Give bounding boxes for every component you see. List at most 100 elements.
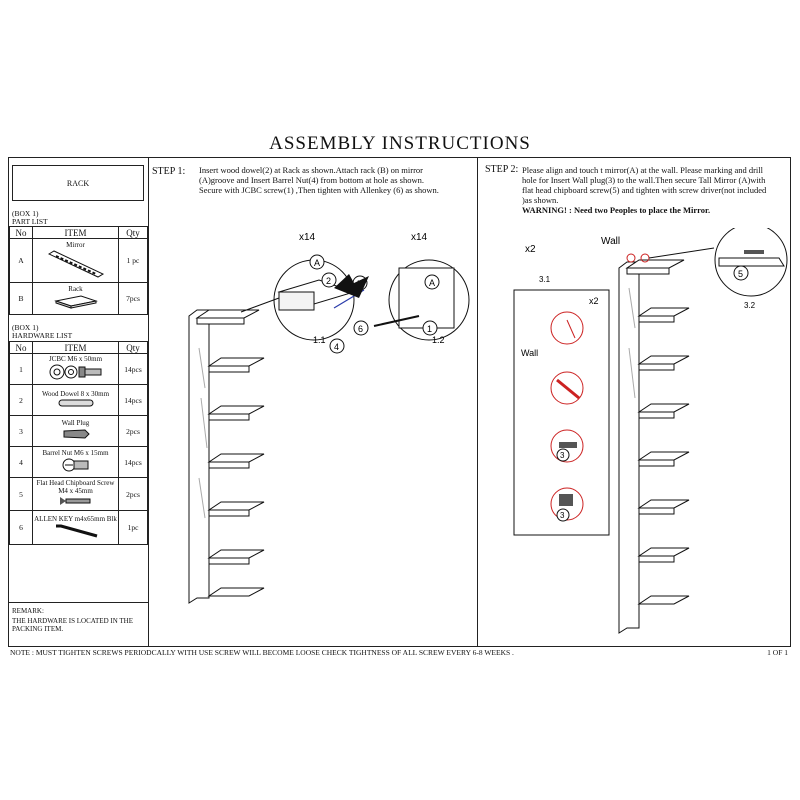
step2-instructions: Please align and touch t mirror(A) at th… [522,165,766,215]
step2-label: STEP 2: [485,164,519,175]
step2-line: )as shown. [522,195,559,205]
callout-2-bubble [321,272,337,288]
part-name: Mirror [66,240,85,249]
remark-text: THE HARDWARE IS LOCATED IN THE PACKING I… [12,617,133,633]
step1-label: STEP 1: [152,166,186,177]
box1-hardware-label: (BOX 1) [12,323,39,332]
callout-a-bubble [309,254,325,270]
rack-shelf-icon [53,294,98,309]
step1-line: (A)groove and Insert Barrel Nut(4) from … [199,175,424,185]
col-no: No [9,226,33,239]
callout-3-bubble [556,448,570,462]
hardware-name: JCBC M6 x 50mm [48,355,103,363]
col-qty: Qty [118,341,148,354]
step-divider [477,158,478,646]
table-row: 6 ALLEN KEY m4x65mm Blk 1pc [9,510,148,545]
detail-1-2: A 1 1.2 [373,259,470,345]
hardware-no: 3 [9,415,33,447]
part-item: Mirror [32,238,119,283]
hardware-no: 6 [9,510,33,545]
step2-warning: WARNING! : Need two Peoples to place the… [522,205,711,215]
hardware-item: Barrel Nut M6 x 15mm [32,446,119,478]
hardware-item: Wood Dowel 8 x 30mm [32,384,119,416]
instruction-sheet: RACK (BOX 1) PART LIST No ITEM Qty A Mir… [8,157,791,647]
parts-panel: RACK (BOX 1) PART LIST No ITEM Qty A Mir… [9,158,149,646]
table-header-row: No ITEM Qty [9,226,148,239]
table-row: 3 Wall Plug 2pcs [9,415,148,447]
step1-diagram: x14 x14 A 2 B 6 4 1.1 A 1 [188,232,470,604]
callout-6-bubble [353,320,369,336]
step2-x2-detail: x2 [589,296,599,306]
footer-note: NOTE : MUST TIGHTEN SCREWS PERIODCALLY W… [10,648,514,657]
step2-wall-detail: Wall [521,348,538,358]
col-qty: Qty [118,226,148,239]
detail-1-1-label: 1.1 [313,335,326,345]
hardware-qty: 14pcs [118,384,148,416]
rack-label: RACK [66,178,90,188]
step2-line: flat head chipboard screw(5) and tighten… [522,185,767,195]
callout-a2: A [429,278,435,288]
remark-title: REMARK: [12,607,44,615]
step1-x14-left: x14 [299,232,316,243]
table-row: A Mirror 1 pc [9,238,148,283]
hardware-qty: 2pcs [118,477,148,511]
detail-1-1: A 2 B 6 4 1.1 [273,254,369,354]
callout-a2-bubble [424,274,440,290]
allen-key-icon [55,524,97,537]
hardware-item: Wall Plug [32,415,119,447]
callout-1: 1 [427,324,432,334]
detail-3-1: 3.1 x2 Wall 3 3 [513,275,610,536]
detail-1-2-label: 1.2 [432,335,445,345]
mirror-icon [47,249,104,278]
rack-label-box: RACK [12,165,144,201]
hardware-list-table: No ITEM Qty 1 JCBC M6 x 50mm 14pcs [9,341,148,545]
part-name: Rack [68,284,83,293]
hardware-name: ALLEN KEY m4x65mm Blk [34,514,117,523]
hardware-name: Flat Head Chipboard Screw M4 x 45mm [36,479,115,495]
remark: REMARK: THE HARDWARE IS LOCATED IN THE P… [12,607,137,633]
shelf-unit-illustration [188,297,280,604]
col-no: No [9,341,33,354]
part-qty: 1 pc [118,238,148,283]
hardware-no: 4 [9,446,33,478]
callout-5-bubble [733,265,749,281]
hardware-item: JCBC M6 x 50mm [32,353,119,385]
col-item: ITEM [32,226,119,239]
mounted-shelf-illustration [618,247,715,634]
step2-line: hole for Insert Wall plug(3) to the wall… [522,175,766,185]
callout-3b: 3 [560,511,565,520]
table-row: 5 Flat Head Chipboard Screw M4 x 45mm 2p… [9,477,148,511]
table-row: 4 Barrel Nut M6 x 15mm 14pcs [9,446,148,478]
step2-diagram: x2 Wall 3.1 x2 Wall 3 3 [513,228,788,634]
callout-5: 5 [738,269,743,279]
step2-x2-top: x2 [525,244,536,255]
box1-part-label: (BOX 1) [12,209,39,218]
table-row: 1 JCBC M6 x 50mm 14pcs [9,353,148,385]
step1-line: Secure with JCBC screw(1) ,Then tighten … [199,185,439,195]
detail-3-2: 5 3.2 [714,228,788,310]
hardware-qty: 2pcs [118,415,148,447]
part-no: B [9,282,33,315]
hardware-no: 5 [9,477,33,511]
hardware-no: 2 [9,384,33,416]
callout-2: 2 [326,276,331,286]
detail-3-1-label: 3.1 [539,275,551,284]
hardware-item: ALLEN KEY m4x65mm Blk [32,510,119,545]
table-row: 2 Wood Dowel 8 x 30mm 14pcs [9,384,148,416]
step2-line: Please align and touch t mirror(A) at th… [522,165,764,175]
wood-dowel-icon [58,399,93,407]
part-list-label: PART LIST [12,217,48,226]
document-title: ASSEMBLY INSTRUCTIONS [269,133,531,154]
page-number: 1 OF 1 [767,648,788,657]
table-header-row: No ITEM Qty [9,341,148,354]
part-no: A [9,238,33,283]
hardware-no: 1 [9,353,33,385]
step2-wall-top: Wall [601,236,620,247]
hardware-name: Wall Plug [61,419,90,427]
chipboard-screw-icon [59,497,90,505]
table-row: B Rack 7pcs [9,282,148,315]
hardware-item: Flat Head Chipboard Screw M4 x 45mm [32,477,119,511]
detail-3-2-label: 3.2 [744,301,756,310]
callout-3b-bubble [556,508,570,522]
part-qty: 7pcs [118,282,148,315]
